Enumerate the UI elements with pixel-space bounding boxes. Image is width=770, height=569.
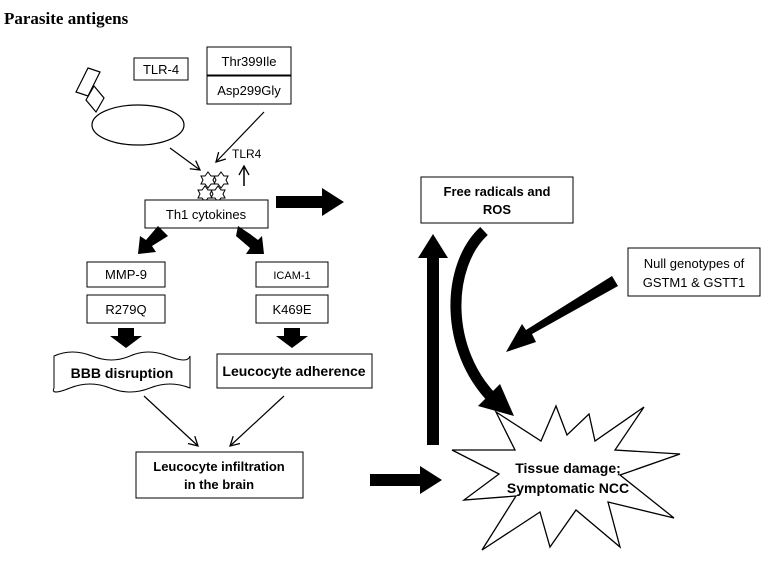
mmp9-box — [86, 261, 166, 288]
free-radicals-line2: ROS — [483, 202, 512, 217]
k469e-box — [255, 294, 329, 324]
leucocyte-adherence-box — [216, 353, 373, 389]
null-genotypes-line2: GSTM1 & GSTT1 — [643, 275, 746, 290]
arrow-th1-to-free-radicals — [276, 188, 344, 216]
tlr4-box — [133, 57, 189, 81]
arrow-adherence-to-infiltration — [229, 395, 285, 447]
leucocyte-infiltration-line1: Leucocyte infiltration — [153, 459, 285, 474]
arrow-r279q-down — [110, 328, 142, 348]
arrow-up-to-free-radicals — [418, 234, 448, 445]
r279q-box — [86, 294, 166, 324]
free-radicals-box — [420, 176, 574, 224]
leucocyte-infiltration-line2: in the brain — [184, 477, 254, 492]
receptor-stars-icon — [197, 171, 229, 203]
r279q-label: R279Q — [105, 302, 146, 317]
leucocyte-adherence-label: Leucocyte adherence — [222, 363, 365, 379]
arrow-th1-to-mmp9 — [138, 226, 168, 254]
tlr4-box-label: TLR-4 — [143, 62, 179, 77]
free-radicals-line1: Free radicals and — [444, 184, 551, 199]
th1-cytokines-label: Th1 cytokines — [166, 207, 247, 222]
arrow-k469e-down — [276, 328, 308, 348]
th1-cytokines-box — [144, 199, 269, 229]
tissue-damage-starburst — [451, 404, 681, 551]
thr399ile-box — [206, 46, 292, 76]
antigen-diamond-2 — [85, 84, 105, 114]
asp299gly-box — [206, 75, 292, 105]
thr399ile-label: Thr399Ile — [222, 54, 277, 69]
null-genotypes-box — [627, 247, 761, 297]
curved-arrow-body — [450, 226, 498, 404]
curved-arrow-head — [478, 384, 514, 416]
bbb-disruption-box — [52, 351, 191, 393]
arrow-snp-to-receptor — [215, 111, 265, 163]
asp299gly-label: Asp299Gly — [217, 83, 281, 98]
diagram-title: Parasite antigens — [4, 9, 129, 28]
icam1-box — [255, 261, 329, 288]
antigen-diamond-1 — [75, 67, 101, 97]
leucocyte-infiltration-box — [135, 451, 304, 499]
icam1-label: ICAM-1 — [273, 270, 310, 282]
tissue-damage-line1: Tissue damage; — [515, 460, 621, 476]
k469e-label: K469E — [272, 302, 311, 317]
parasite-ellipse — [91, 104, 185, 146]
null-genotypes-line1: Null genotypes of — [644, 256, 745, 271]
bbb-disruption-label: BBB disruption — [71, 365, 174, 381]
tissue-damage-line2: Symptomatic NCC — [507, 480, 629, 496]
arrow-parasite-to-receptor — [169, 147, 202, 171]
tlr4-up-label: TLR4 — [232, 147, 262, 161]
arrow-infiltration-to-tissue — [370, 466, 442, 494]
arrow-th1-to-icam1 — [236, 226, 264, 254]
mmp9-label: MMP-9 — [105, 267, 147, 282]
arrow-bbb-to-infiltration — [143, 395, 199, 447]
arrow-null-to-curve — [506, 276, 618, 352]
